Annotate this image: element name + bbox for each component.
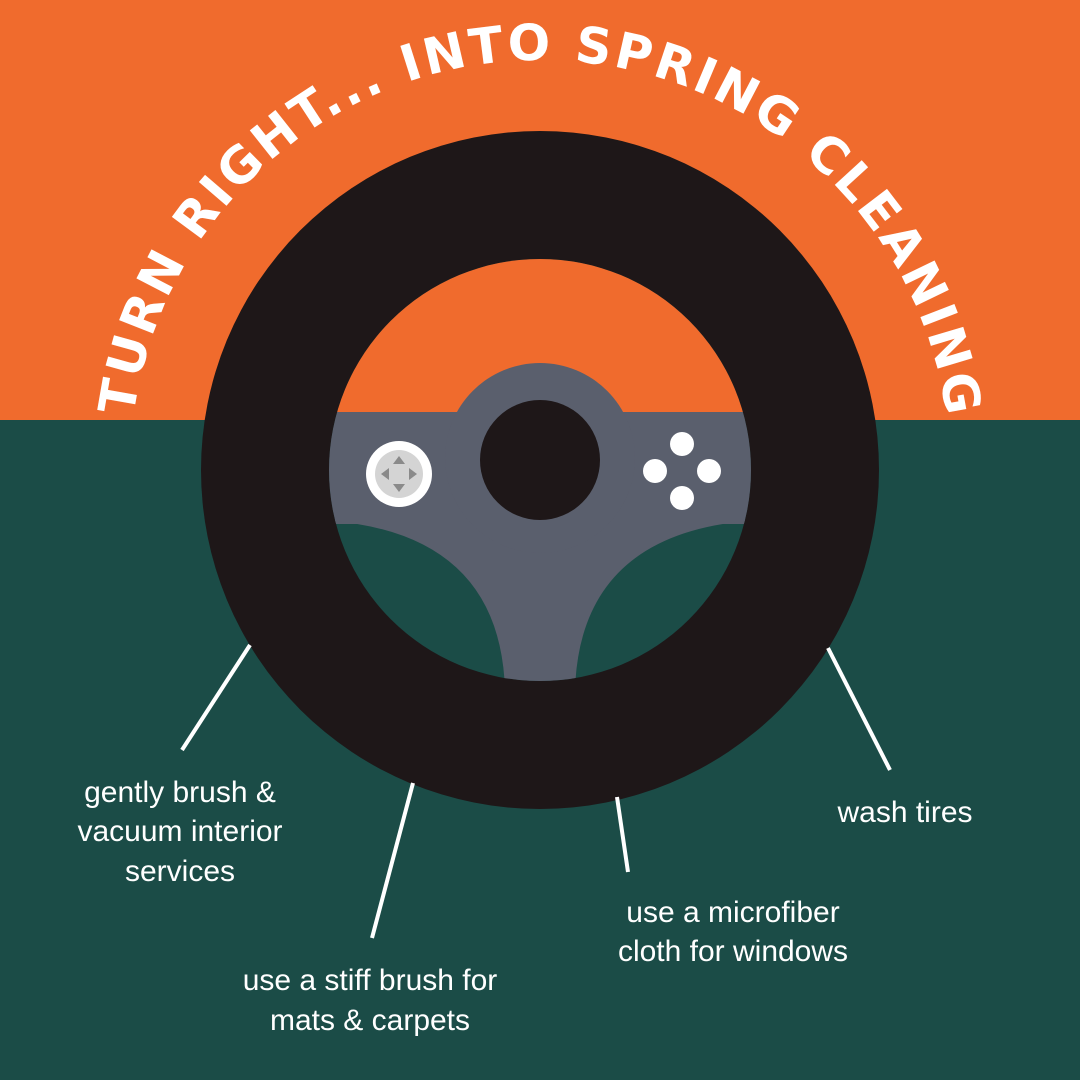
hub-center [480, 400, 600, 520]
action-buttons-icon [643, 432, 721, 510]
wheel-spoke [329, 520, 751, 681]
tip-windows: use a microfiber cloth for windows [618, 896, 848, 968]
dpad-icon [366, 441, 432, 507]
steering-wheel [201, 131, 879, 809]
svg-text:gently brush &: gently brush & [84, 776, 276, 809]
svg-text:use a microfiber: use a microfiber [626, 896, 839, 929]
svg-text:vacuum interior: vacuum interior [77, 815, 282, 848]
tip-mats: use a stiff brush for mats & carpets [243, 964, 498, 1037]
svg-text:cloth for windows: cloth for windows [618, 935, 848, 968]
tip-tires: wash tires [836, 796, 972, 829]
svg-text:use a stiff brush for: use a stiff brush for [243, 964, 498, 997]
svg-text:mats & carpets: mats & carpets [270, 1004, 470, 1037]
svg-text:wash tires: wash tires [836, 796, 972, 829]
pointer-lines [180, 643, 892, 939]
svg-text:services: services [125, 855, 235, 888]
tip-interior: gently brush & vacuum interior services [77, 776, 282, 888]
